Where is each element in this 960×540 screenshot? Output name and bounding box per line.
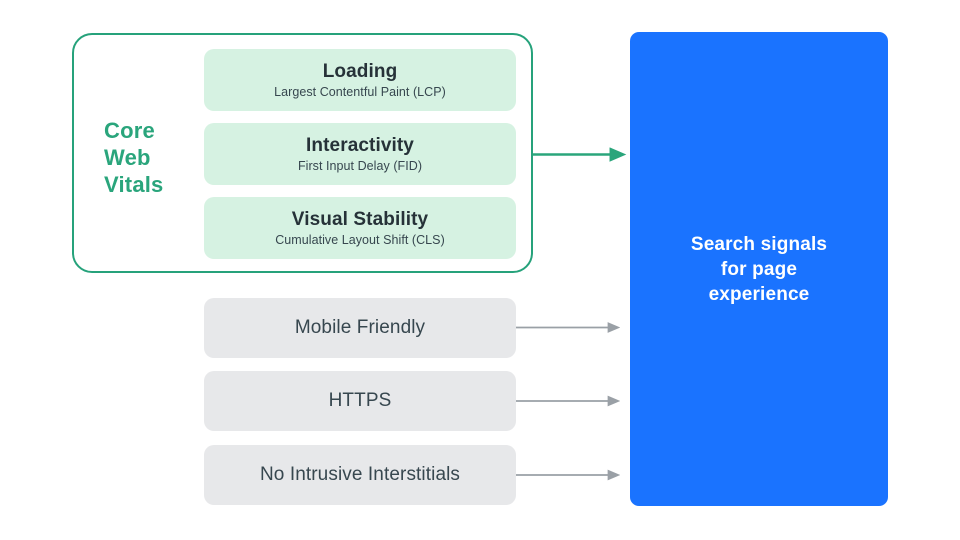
destination-label: Search signals for page experience [690, 233, 828, 305]
metric-card-loading[interactable]: Loading Largest Contentful Paint (LCP) [204, 49, 516, 111]
core-web-vitals-label-line-3: Vitals [104, 172, 164, 197]
metric-card-visual-stability[interactable]: Visual Stability Cumulative Layout Shift… [204, 197, 516, 259]
metric-title: Interactivity [306, 134, 414, 156]
core-web-vitals-label: Core Web Vitals [104, 117, 204, 198]
metric-title: Visual Stability [291, 208, 429, 230]
core-web-vitals-label-line-2: Web [104, 145, 151, 170]
signal-label: Mobile Friendly [294, 317, 426, 338]
metric-subtitle: Cumulative Layout Shift (CLS) [275, 232, 445, 247]
metric-title: Loading [322, 60, 398, 82]
signal-label: HTTPS [328, 390, 392, 411]
signal-box-no-intrusive-interstitials[interactable]: No Intrusive Interstitials [204, 445, 516, 505]
core-web-vitals-label-line-1: Core [104, 118, 155, 143]
metric-card-interactivity[interactable]: Interactivity First Input Delay (FID) [204, 123, 516, 185]
metric-subtitle: Largest Contentful Paint (LCP) [274, 84, 446, 99]
destination-box-search-signals[interactable]: Search signals for page experience [630, 32, 888, 506]
signal-label: No Intrusive Interstitials [259, 464, 461, 485]
signal-box-mobile-friendly[interactable]: Mobile Friendly [204, 298, 516, 358]
metric-subtitle: First Input Delay (FID) [297, 158, 423, 173]
signal-box-https[interactable]: HTTPS [204, 371, 516, 431]
